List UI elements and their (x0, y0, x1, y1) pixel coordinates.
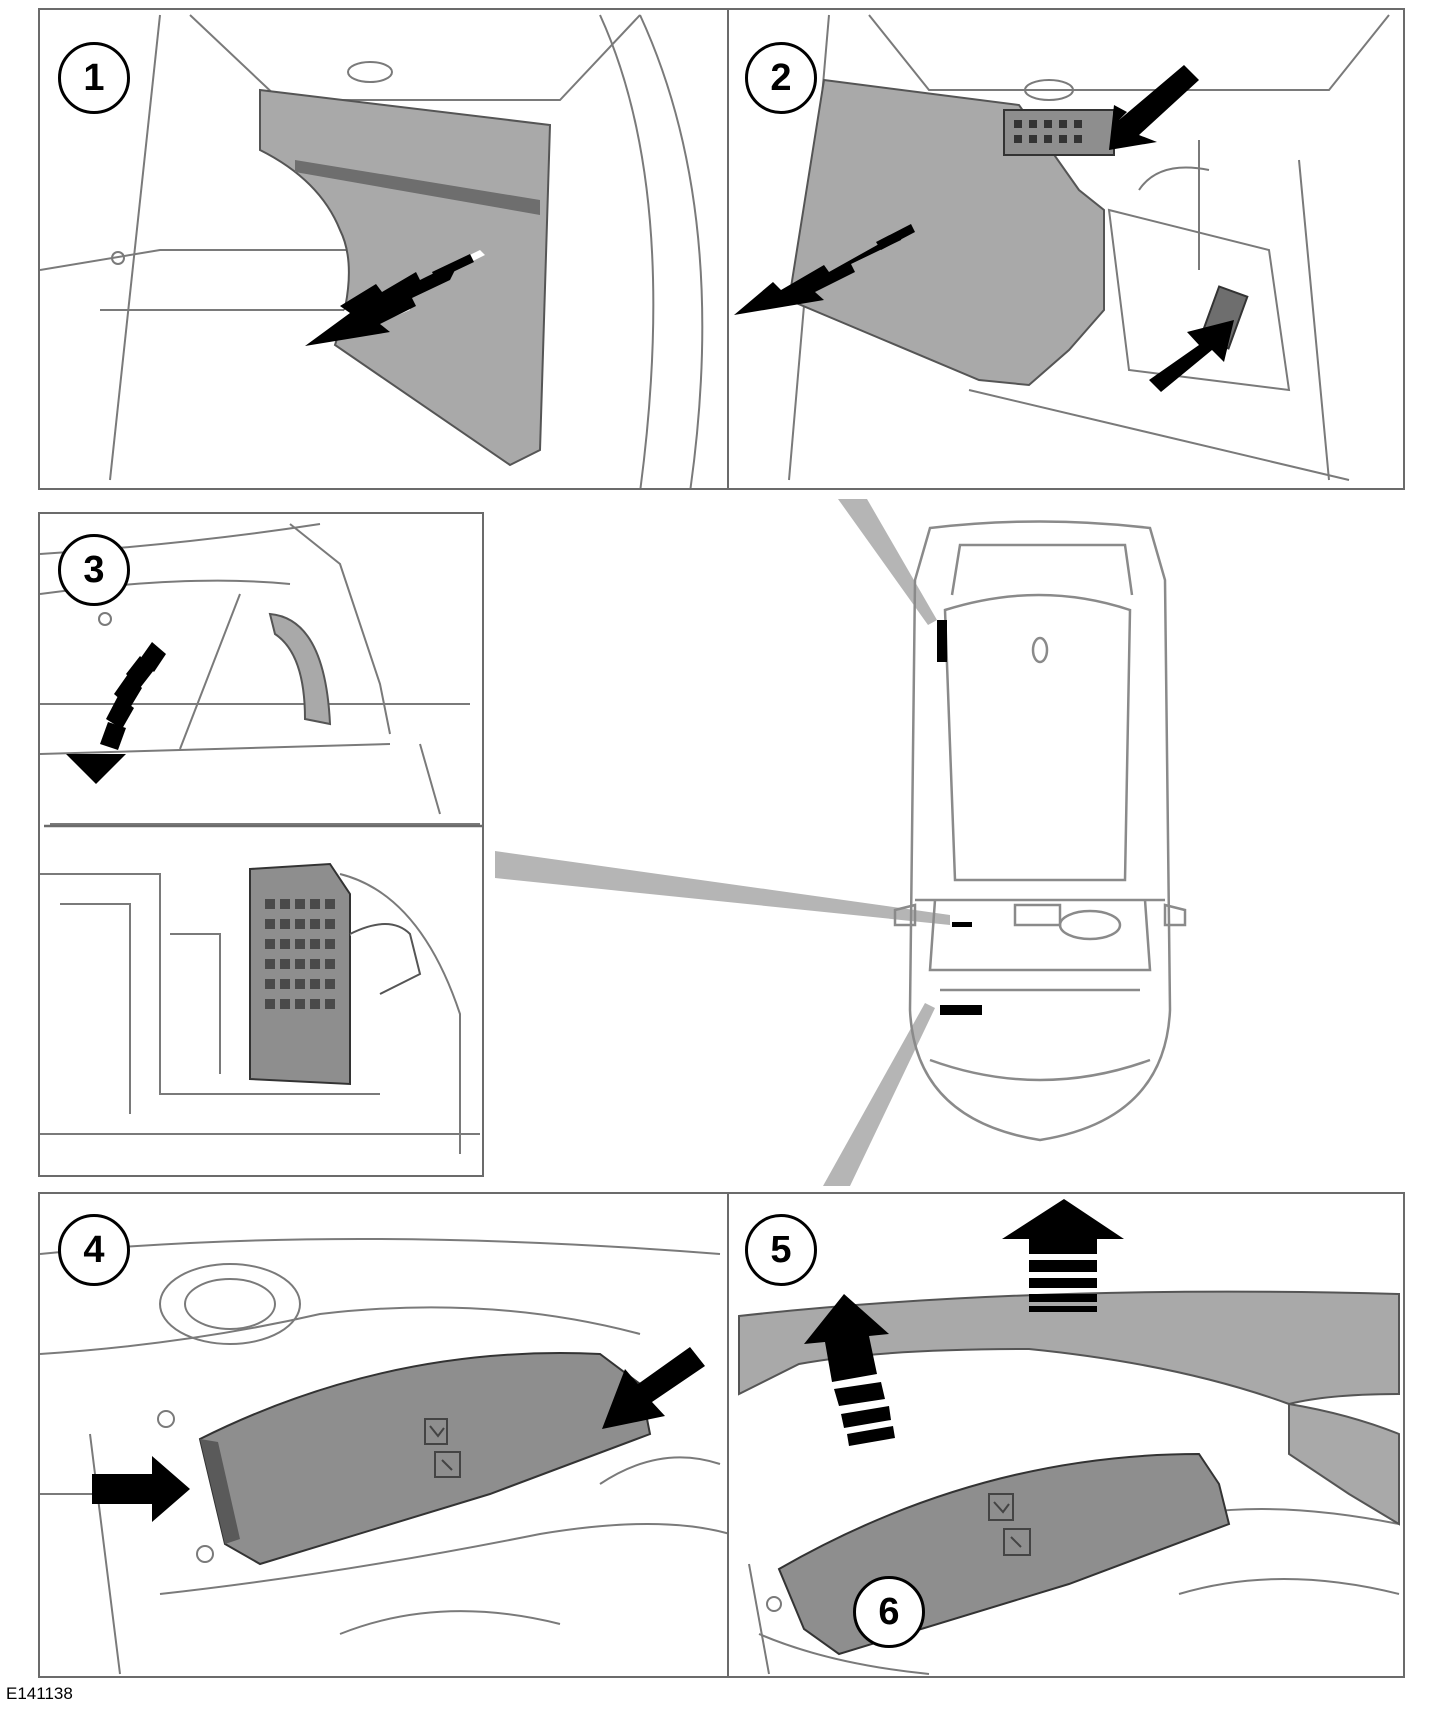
harness-connector (349, 923, 422, 995)
cover-symbols (988, 1493, 1031, 1556)
cover-latch-edge (200, 1439, 240, 1544)
locator-engine-fuse-box (940, 1005, 982, 1015)
callout-3: 3 (58, 534, 130, 606)
vehicle-roof (943, 593, 1132, 882)
arrow-to-clip-icon (602, 1347, 705, 1429)
callout-6: 6 (853, 1576, 925, 1648)
pull-arrow-icon (734, 224, 915, 315)
trim-panel (259, 88, 552, 467)
locator-floor-fuse-box (952, 922, 972, 927)
arrow-up-icon (1002, 1199, 1124, 1312)
callout-2: 2 (745, 42, 817, 114)
locator-rear-junction-box (937, 620, 947, 662)
panel-5-lift-fusebox-cover: 5 6 (729, 1192, 1405, 1678)
leader-to-panel-2 (838, 499, 937, 625)
leader-to-panel-4-5 (823, 1003, 935, 1186)
arrow-to-junction-box-icon (1109, 65, 1199, 150)
arrow-to-latch-icon (92, 1456, 190, 1522)
callout-5: 5 (745, 1214, 817, 1286)
pull-arrow-icon (305, 250, 485, 348)
panel-3-floor-fusebox: 3 (38, 512, 484, 1177)
rotate-arrow-icon (66, 642, 166, 784)
panel-1-loadspace-trim: 1 (38, 8, 729, 490)
cover-symbols (424, 1418, 461, 1478)
lift-arrow-icon (804, 1294, 895, 1446)
arrow-to-connector-icon (1149, 320, 1234, 392)
figure-code: E141138 (6, 1684, 73, 1703)
fuse-box-cover (198, 1352, 652, 1566)
leader-to-panel-3 (495, 851, 950, 925)
junction-box (1003, 109, 1115, 156)
callout-1: 1 (58, 42, 130, 114)
callout-4: 4 (58, 1214, 130, 1286)
panel-2-rear-junction-box: 2 (729, 8, 1405, 490)
floor-strap (268, 612, 332, 726)
panel-4-engine-fusebox-cover: 4 (38, 1192, 729, 1678)
vehicle-body (908, 520, 1172, 1142)
trim-vent (295, 160, 540, 215)
